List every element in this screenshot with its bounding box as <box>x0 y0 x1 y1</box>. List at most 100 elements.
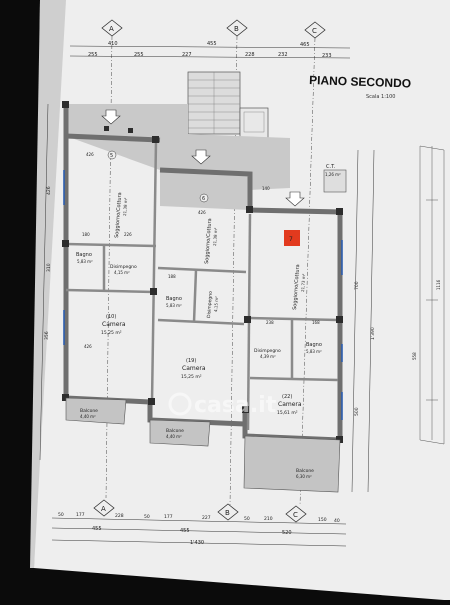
watermark-text: casa.it <box>194 393 277 418</box>
bottom-dim-r1-1: 50 <box>58 512 64 518</box>
axis-bottom-a: A <box>101 505 106 513</box>
axis-top-b: B <box>234 25 239 33</box>
unit-19-label: (19) <box>186 358 196 364</box>
side-dim-1: 1116 <box>436 279 441 290</box>
room-dis1-area: 4,15 m² <box>114 270 130 275</box>
top-dim-r2-1: 255 <box>88 52 98 58</box>
room-dim-g: 140 <box>262 186 270 191</box>
watermark-logo-icon <box>168 392 192 416</box>
room-dis2-area: 4,15 m² <box>213 296 219 312</box>
room-dim-a: 426 <box>86 152 94 157</box>
room-cam1-name: Camera <box>102 321 126 328</box>
room-bal3-name: Balcone <box>296 468 314 474</box>
room-dim-d: 188 <box>168 274 176 279</box>
bottom-dim-total: 1'430 <box>190 540 204 546</box>
room-s2-area: 21,38 m² <box>212 227 218 246</box>
left-dimension-line <box>39 103 49 461</box>
unit-6-number: 6 <box>202 196 205 202</box>
left-dim-2: 310 <box>46 263 52 272</box>
left-dim-3: 356 <box>44 331 50 340</box>
room-dis2-name: Disimpegno <box>206 291 214 318</box>
top-dim-2: 455 <box>207 41 217 47</box>
bottom-dim-r1-4: 50 <box>144 514 150 520</box>
bottom-dim-r1-9: 150 <box>318 517 327 523</box>
ct-room <box>323 169 347 193</box>
axis-markers-bottom <box>93 499 307 523</box>
room-dim-h: 426 <box>198 210 206 215</box>
bottom-dim-r1-3: 228 <box>115 513 124 519</box>
bottom-dimension-lines <box>51 517 347 547</box>
right-dim-2: 1'390 <box>370 327 376 340</box>
unit-5-marker <box>107 150 117 160</box>
top-dim-r2-4: 228 <box>245 52 255 58</box>
room-dim-c: 226 <box>124 232 132 237</box>
plan-scale: Scala 1:100 <box>366 94 395 100</box>
entrance-arrows <box>101 109 305 207</box>
unit-7-marker <box>284 230 300 246</box>
staircase <box>187 71 269 139</box>
room-bal1-name: Balcone <box>80 408 98 414</box>
unit-5-number: 5 <box>110 153 113 159</box>
paper-shadow <box>30 0 66 568</box>
room-cam1-area: 15,25 m² <box>101 330 122 336</box>
room-dim-b: 180 <box>82 232 90 237</box>
room-dis3-area: 4,39 m² <box>260 354 276 359</box>
bottom-dim-r2-2: 455 <box>180 528 190 534</box>
top-dimension-lines <box>69 45 351 59</box>
bottom-dim-r1-7: 50 <box>244 516 250 522</box>
room-cam3-area: 15,61 m² <box>277 410 298 416</box>
structural-pillars <box>62 101 343 443</box>
right-dim-1: 700 <box>354 281 360 290</box>
top-dim-1: 410 <box>108 41 118 47</box>
bottom-dim-r2-1: 455 <box>92 526 102 532</box>
room-bal1-area: 4,40 m² <box>80 414 96 419</box>
common-corridor <box>66 104 290 210</box>
room-dis3-name: Disimpegno <box>254 348 281 354</box>
unit-22-label: (22) <box>282 394 292 400</box>
left-dim-1: 426 <box>46 186 52 195</box>
room-bal3-area: 6,30 m² <box>296 474 312 479</box>
right-dimension-lines <box>351 149 375 493</box>
room-ct-area: 1,26 m² <box>325 172 341 177</box>
top-dim-r2-2: 255 <box>134 52 144 58</box>
bottom-dim-r1-6: 227 <box>202 515 211 521</box>
room-bal2-area: 4,40 m² <box>166 434 182 439</box>
top-dim-r2-5: 232 <box>278 52 288 58</box>
section-drawing <box>419 145 445 445</box>
room-bagno3-area: 5,83 m² <box>306 349 322 354</box>
bottom-dim-r1-2: 177 <box>76 512 85 518</box>
top-dim-3: 465 <box>300 42 310 48</box>
room-s3-name: Soggiorno/Cottura <box>292 264 301 310</box>
unit-6-marker <box>199 193 209 203</box>
room-dim-f: 168 <box>312 320 320 325</box>
room-bagno3-name: Bagno <box>306 342 322 348</box>
room-cam3-name: Camera <box>278 401 302 408</box>
axis-bottom-b: B <box>225 509 230 517</box>
room-s2-name: Soggiorno/Cottura <box>204 218 213 264</box>
unit-7-number: 7 <box>289 236 293 243</box>
plan-title: PIANO SECONDO <box>309 73 411 91</box>
bottom-dim-r1-5: 177 <box>164 514 173 520</box>
room-s3-area: 21,73 m² <box>300 273 306 292</box>
room-dis1-name: Disimpegno <box>110 264 137 270</box>
axis-bottom-c: C <box>293 511 298 519</box>
bottom-dim-r1-10: 40 <box>334 518 340 524</box>
unit-10-label: (10) <box>106 314 116 320</box>
side-dim-2: 558 <box>412 352 417 360</box>
room-dim-i: 426 <box>84 344 92 349</box>
room-cam2-area: 15,25 m² <box>181 374 202 380</box>
room-bagno2-area: 5,83 m² <box>166 303 182 308</box>
room-cam2-name: Camera <box>182 365 206 372</box>
room-bal2-name: Balcone <box>166 428 184 434</box>
top-dim-r2-6: 233 <box>322 53 332 59</box>
watermark: casa.it <box>168 392 277 418</box>
room-s1-name: Soggiorno/Cottura <box>114 192 123 238</box>
axis-top-c: C <box>312 27 317 35</box>
room-bagno1-name: Bagno <box>76 252 92 258</box>
room-s1-area: 21,38 m² <box>122 197 128 216</box>
bottom-dim-r2-3: 520 <box>282 530 292 536</box>
balconies <box>65 397 341 493</box>
room-bagno2-name: Bagno <box>166 296 182 302</box>
